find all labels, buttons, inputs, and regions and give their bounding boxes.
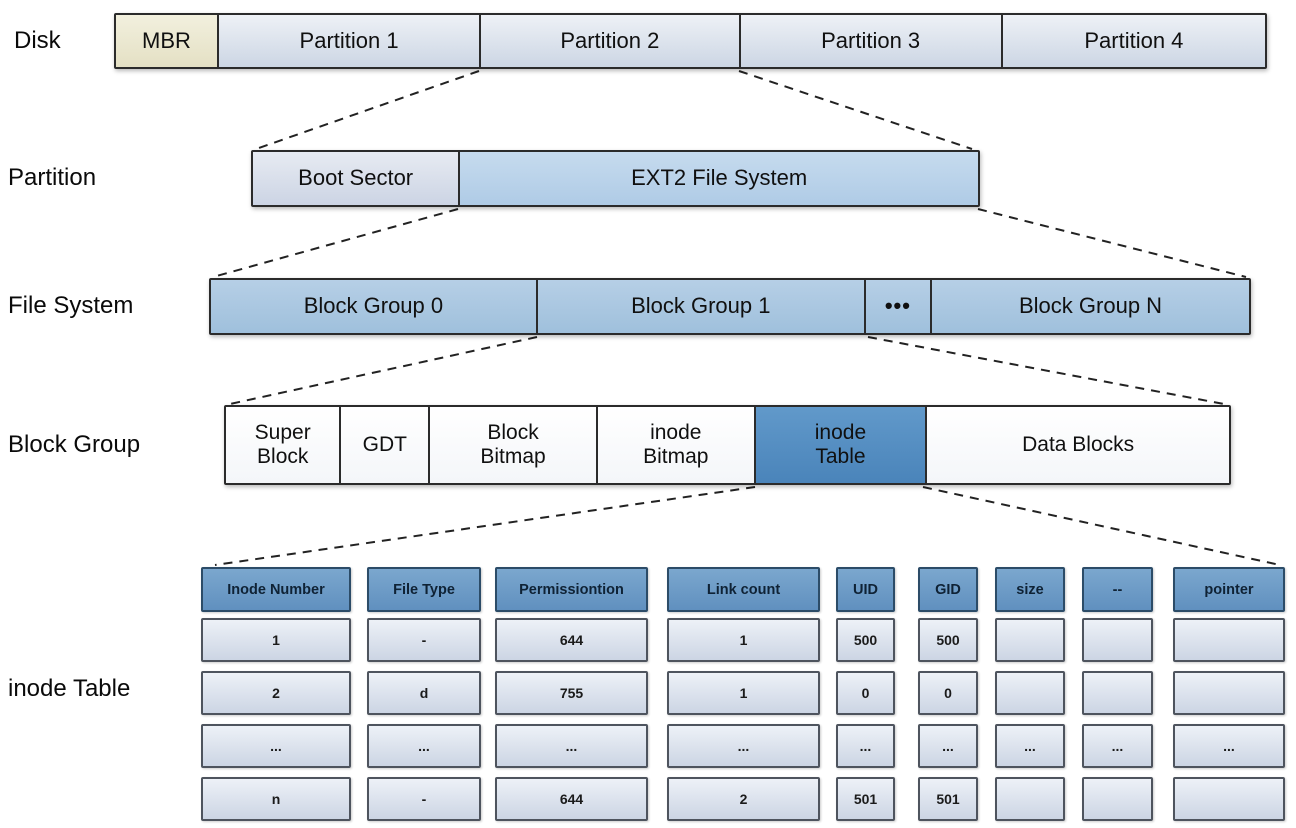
inode-table-header-permissiontion: Permissiontion bbox=[495, 567, 648, 612]
file-system-segment-dots: ••• bbox=[865, 280, 933, 333]
connector-filesystem-to-blockgroup-right bbox=[867, 336, 1225, 405]
file-system-segment-block-group-0: Block Group 0 bbox=[211, 280, 538, 333]
inode-table-cell-r2-c3: 755 bbox=[495, 671, 648, 715]
block-group-segment-block-bitmap: Block Bitmap bbox=[430, 407, 598, 483]
block-group-segment-inode-bitmap: inode Bitmap bbox=[597, 407, 756, 483]
inode-table-cell-r1-c4: 1 bbox=[667, 618, 820, 662]
inode-table-cell-r3-c2: ... bbox=[367, 724, 481, 768]
block-group-segment-gdt: GDT bbox=[341, 407, 431, 483]
disk-segment-partition-3: Partition 3 bbox=[740, 15, 1003, 67]
block-group-row-label: Block Group bbox=[8, 431, 141, 458]
connector-disk-to-partition-right bbox=[738, 70, 973, 150]
inode-table-cell-r2-c6: 0 bbox=[918, 671, 978, 715]
inode-table-cell-r1-c8 bbox=[1082, 618, 1153, 662]
connector-filesystem-to-blockgroup-left bbox=[229, 336, 538, 405]
inode-table-row-label: inode Table bbox=[8, 675, 131, 702]
inode-table: Inode Number File Type Permissiontion Link … bbox=[201, 567, 1285, 825]
inode-table-cell-r1-c1: 1 bbox=[201, 618, 351, 662]
inode-table-header-pointer: pointer bbox=[1173, 567, 1285, 612]
inode-table-header-gid: GID bbox=[918, 567, 978, 612]
disk-segment-partition-2: Partition 2 bbox=[481, 15, 741, 67]
inode-table-cell-r2-c4: 1 bbox=[667, 671, 820, 715]
inode-table-cell-r4-c8 bbox=[1082, 777, 1153, 821]
connector-blockgroup-to-inodetable-right bbox=[922, 486, 1281, 566]
inode-table-cell-r3-c1: ... bbox=[201, 724, 351, 768]
block-group-segment-inode-table: inode Table bbox=[755, 407, 928, 483]
inode-table-header-size: size bbox=[995, 567, 1065, 612]
inode-table-cell-r2-c7 bbox=[995, 671, 1065, 715]
disk-segment-mbr: MBR bbox=[116, 15, 219, 67]
inode-table-cell-r2-c8 bbox=[1082, 671, 1153, 715]
inode-table-header-link-count: Link count bbox=[667, 567, 820, 612]
inode-table-cell-r4-c6: 501 bbox=[918, 777, 978, 821]
file-system-row-label: File System bbox=[8, 292, 134, 319]
inode-table-cell-r1-c5: 500 bbox=[836, 618, 895, 662]
inode-table-cell-r4-c1: n bbox=[201, 777, 351, 821]
inode-table-cell-r3-c6: ... bbox=[918, 724, 978, 768]
inode-table-cell-r1-c7 bbox=[995, 618, 1065, 662]
connector-blockgroup-to-inodetable-left bbox=[214, 486, 756, 566]
inode-table-cell-r3-c3: ... bbox=[495, 724, 648, 768]
connector-partition-to-filesystem-left bbox=[212, 208, 459, 278]
disk-segment-partition-4: Partition 4 bbox=[1002, 15, 1265, 67]
block-group-segment-data-blocks: Data Blocks bbox=[927, 407, 1230, 483]
inode-table-cell-r3-c8: ... bbox=[1082, 724, 1153, 768]
inode-table-cell-r1-c3: 644 bbox=[495, 618, 648, 662]
inode-table-cell-r1-c6: 500 bbox=[918, 618, 978, 662]
inode-table-cell-r3-c5: ... bbox=[836, 724, 895, 768]
inode-table-cell-r1-c2: - bbox=[367, 618, 481, 662]
inode-table-header-file-type: File Type bbox=[367, 567, 481, 612]
inode-table-cell-r4-c7 bbox=[995, 777, 1065, 821]
inode-table-cell-r3-c4: ... bbox=[667, 724, 820, 768]
connector-disk-to-partition-left bbox=[255, 70, 480, 150]
block-group-segment-super-block: Super Block bbox=[226, 407, 342, 483]
inode-table-cell-r1-c9 bbox=[1173, 618, 1285, 662]
partition-segment-ext2-file-system: EXT2 File System bbox=[460, 152, 978, 205]
inode-table-cell-r4-c4: 2 bbox=[667, 777, 820, 821]
inode-table-cell-r2-c1: 2 bbox=[201, 671, 351, 715]
inode-table-cell-r3-c7: ... bbox=[995, 724, 1065, 768]
inode-table-cell-r4-c5: 501 bbox=[836, 777, 895, 821]
inode-table-header-uid: UID bbox=[836, 567, 895, 612]
connector-partition-to-filesystem-right bbox=[977, 208, 1247, 278]
partition-segment-boot-sector: Boot Sector bbox=[253, 152, 461, 205]
file-system-segment-block-group-1: Block Group 1 bbox=[537, 280, 866, 333]
inode-table-cell-r4-c3: 644 bbox=[495, 777, 648, 821]
inode-table-header-inode-number: Inode Number bbox=[201, 567, 351, 612]
inode-table-cell-r2-c9 bbox=[1173, 671, 1285, 715]
inode-table-cell-r2-c5: 0 bbox=[836, 671, 895, 715]
disk-row-label: Disk bbox=[14, 27, 61, 54]
inode-table-header-dots: -- bbox=[1082, 567, 1153, 612]
partition-row-label: Partition bbox=[8, 164, 97, 191]
inode-table-cell-r4-c9 bbox=[1173, 777, 1285, 821]
file-system-segment-block-group-n: Block Group N bbox=[932, 280, 1249, 333]
inode-table-cell-r3-c9: ... bbox=[1173, 724, 1285, 768]
inode-table-cell-r4-c2: - bbox=[367, 777, 481, 821]
inode-table-cell-r2-c2: d bbox=[367, 671, 481, 715]
disk-segment-partition-1: Partition 1 bbox=[218, 15, 482, 67]
